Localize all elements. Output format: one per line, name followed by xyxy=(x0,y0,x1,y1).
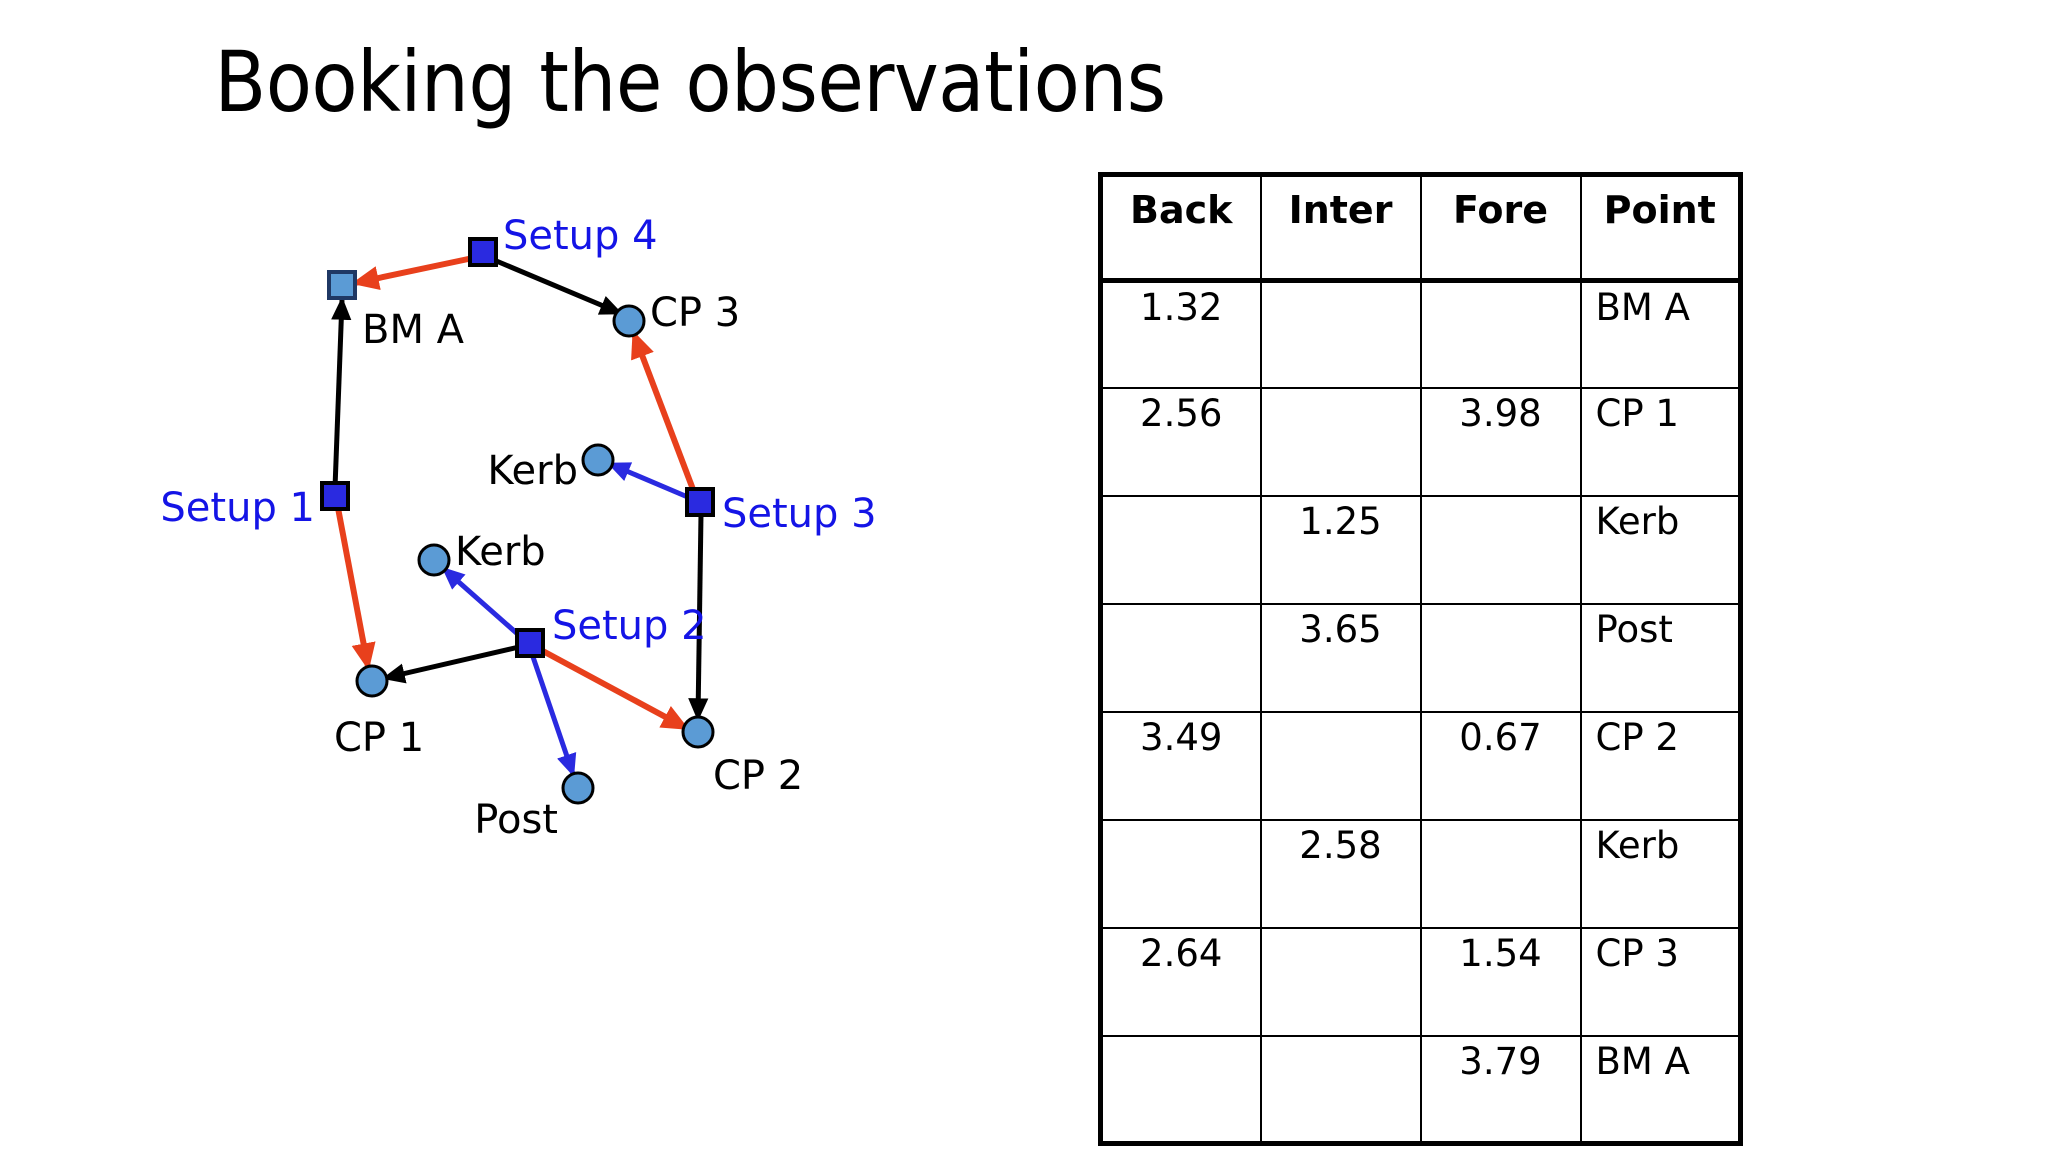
page-title: Booking the observations xyxy=(214,33,1166,131)
sight-line-backsight xyxy=(381,644,520,684)
survey-node-post xyxy=(561,771,595,805)
table-header-row: Back Inter Fore Point xyxy=(1099,173,1742,283)
cell-back-0: 1.32 xyxy=(1099,279,1262,390)
survey-node-setup-2 xyxy=(515,628,545,658)
cell-point-6: CP 3 xyxy=(1579,926,1742,1037)
table-row: 1.32 BM A xyxy=(1099,279,1742,390)
survey-node-bm-a-top xyxy=(327,270,357,300)
cell-inter-6 xyxy=(1259,926,1422,1037)
cell-fore-3 xyxy=(1419,603,1582,713)
survey-node-kerb-upper xyxy=(581,443,615,477)
column-header-back: Back xyxy=(1099,173,1262,283)
node-label-cp-3: CP 3 xyxy=(650,290,740,336)
survey-node-cp-1 xyxy=(355,664,389,698)
cell-fore-4: 0.67 xyxy=(1419,711,1582,821)
node-label-kerb-lower: Kerb xyxy=(455,529,546,575)
node-label-cp-2: CP 2 xyxy=(713,753,803,799)
cell-point-7: BM A xyxy=(1579,1034,1742,1145)
cell-back-4: 3.49 xyxy=(1099,711,1262,821)
survey-node-setup-3 xyxy=(685,487,715,517)
survey-node-cp-3 xyxy=(612,304,646,338)
node-label-kerb-upper: Kerb xyxy=(487,448,578,494)
column-header-fore: Fore xyxy=(1419,173,1582,283)
table-row: 1.25 Kerb xyxy=(1099,495,1742,606)
cell-inter-4 xyxy=(1259,711,1422,821)
node-label-post: Post xyxy=(474,797,558,843)
cell-fore-2 xyxy=(1419,495,1582,606)
node-label-setup-3: Setup 3 xyxy=(722,491,877,537)
cell-inter-7 xyxy=(1259,1034,1422,1145)
cell-point-0: BM A xyxy=(1579,279,1742,390)
cell-inter-5: 2.58 xyxy=(1259,818,1422,929)
cell-inter-3: 3.65 xyxy=(1259,603,1422,713)
survey-node-setup-4 xyxy=(468,237,498,267)
cell-fore-7: 3.79 xyxy=(1419,1034,1582,1145)
column-header-inter: Inter xyxy=(1259,173,1422,283)
cell-inter-1 xyxy=(1259,387,1422,498)
sight-line-foresight xyxy=(539,647,690,731)
table-row: 3.65 Post xyxy=(1099,603,1742,713)
sight-line-backsight xyxy=(688,513,709,722)
survey-node-kerb-lower xyxy=(417,543,451,577)
node-label-bm-a-top: BM A xyxy=(362,307,465,353)
cell-back-5 xyxy=(1099,818,1262,929)
sight-line-foresight xyxy=(631,330,697,494)
node-label-setup-2: Setup 2 xyxy=(552,603,707,649)
cell-fore-1: 3.98 xyxy=(1419,387,1582,498)
survey-node-cp-2 xyxy=(681,715,715,749)
cell-point-5: Kerb xyxy=(1579,818,1742,929)
sight-line-intermediate xyxy=(441,566,523,639)
cell-inter-2: 1.25 xyxy=(1259,495,1422,606)
cell-back-6: 2.64 xyxy=(1099,926,1262,1037)
cell-back-1: 2.56 xyxy=(1099,387,1262,498)
node-label-setup-4: Setup 4 xyxy=(503,213,658,259)
sight-line-foresight xyxy=(351,255,474,290)
sight-line-layer xyxy=(331,255,709,778)
cell-point-1: CP 1 xyxy=(1579,387,1742,498)
cell-point-4: CP 2 xyxy=(1579,711,1742,821)
sight-line-backsight xyxy=(331,296,352,489)
node-label-setup-1: Setup 1 xyxy=(160,485,315,531)
sight-line-backsight xyxy=(493,257,623,316)
table-row: 2.58 Kerb xyxy=(1099,818,1742,929)
survey-node-layer xyxy=(320,237,715,805)
cell-fore-6: 1.54 xyxy=(1419,926,1582,1037)
cell-point-2: Kerb xyxy=(1579,495,1742,606)
cell-back-2 xyxy=(1099,495,1262,606)
sight-line-intermediate xyxy=(607,461,691,501)
column-header-point: Point xyxy=(1579,173,1742,283)
sight-line-intermediate xyxy=(529,653,577,778)
sight-line-foresight xyxy=(335,507,376,671)
cell-fore-5 xyxy=(1419,818,1582,929)
cell-inter-0 xyxy=(1259,279,1422,390)
cell-back-3 xyxy=(1099,603,1262,713)
node-label-cp-1: CP 1 xyxy=(334,715,424,761)
survey-node-setup-1 xyxy=(320,481,350,511)
cell-fore-0 xyxy=(1419,279,1582,390)
cell-point-3: Post xyxy=(1579,603,1742,713)
cell-back-7 xyxy=(1099,1034,1262,1145)
